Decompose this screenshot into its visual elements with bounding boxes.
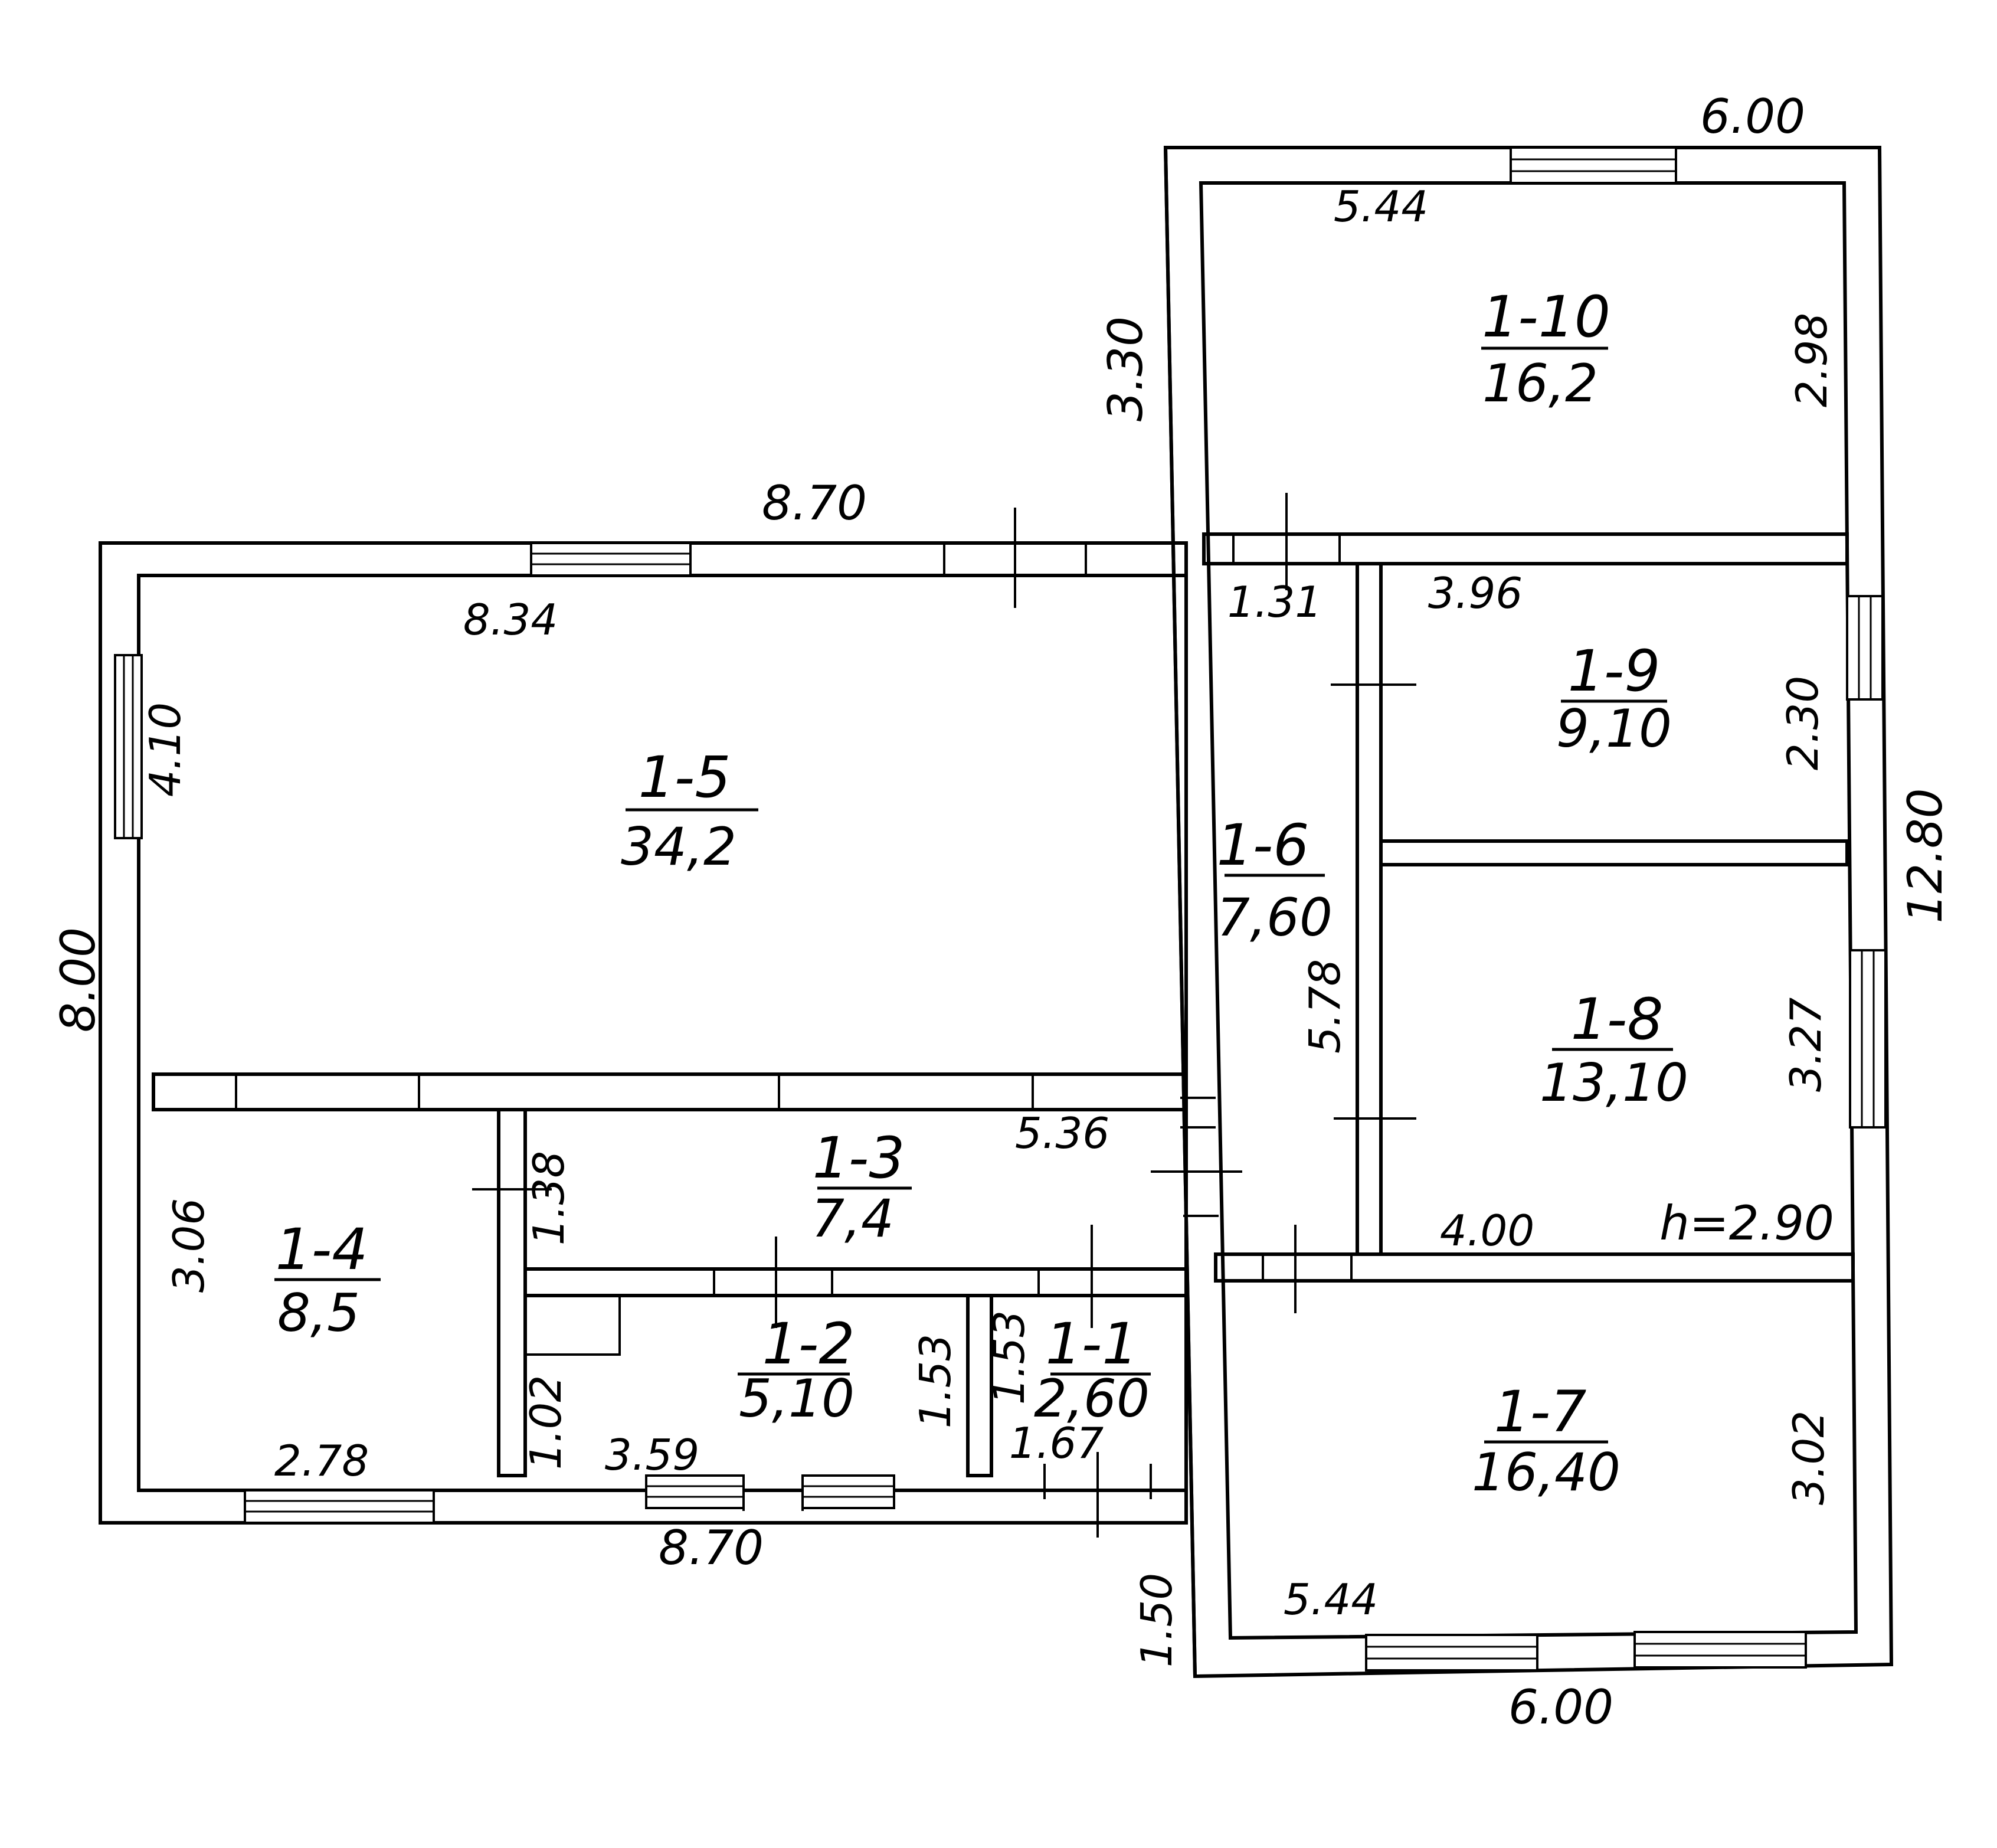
room-1-10: 1-10 16,2	[1481, 284, 1610, 414]
room-area: 16,40	[1472, 1442, 1620, 1503]
room-labels: 1-5 34,2 1-4 8,5 1-3 7,4 1-2 5,10 1-1 2,…	[274, 284, 1688, 1503]
wall-1-9-bottom	[1379, 839, 1849, 866]
dim-left-outer: 8.00	[51, 927, 106, 1032]
windows	[114, 146, 1887, 1672]
dim-bottom-left-outer: 8.70	[659, 1520, 764, 1575]
dim-room17-height: 3.02	[1784, 1411, 1834, 1505]
wall-1-7-top	[1214, 1252, 1855, 1283]
dim-room12-height: 1.53	[911, 1334, 960, 1428]
window	[645, 1474, 745, 1509]
dim-room12-left: 1.02	[521, 1375, 571, 1470]
wall-1-5-bottom	[152, 1072, 1188, 1111]
window	[530, 542, 692, 577]
room-area: 8,5	[277, 1283, 360, 1343]
room-area: 16,2	[1482, 353, 1598, 414]
room-id: 1-3	[813, 1125, 905, 1191]
room-id: 1-9	[1568, 638, 1661, 704]
room-1-3: 1-3 7,4	[811, 1125, 912, 1249]
room-1-5: 1-5 34,2	[621, 744, 758, 877]
dim-room16-height: 5.78	[1300, 959, 1350, 1054]
dim-room11-width: 1.67	[1009, 1418, 1104, 1468]
wall-1-6-right	[1356, 562, 1383, 1256]
room-id: 1-2	[762, 1311, 855, 1377]
room-id: 1-8	[1571, 986, 1664, 1052]
room-area: 7,4	[811, 1188, 894, 1249]
window	[801, 1474, 895, 1509]
room-1-6: 1-6 7,60	[1217, 812, 1333, 948]
room-id: 1-1	[1046, 1311, 1138, 1377]
dim-room110-width: 5.44	[1334, 182, 1428, 231]
dim-left-window: 4.10	[140, 702, 190, 797]
dim-room14-width: 2.78	[274, 1436, 369, 1486]
window	[1510, 146, 1677, 184]
room-area: 9,10	[1556, 698, 1672, 759]
room-area: 13,10	[1540, 1052, 1688, 1113]
dim-ceiling-height: h=2.90	[1659, 1196, 1834, 1251]
dim-right-outer: 12.80	[1898, 788, 1953, 923]
window	[1849, 949, 1887, 1129]
room-1-8: 1-8 13,10	[1540, 986, 1688, 1113]
wall-1-10-bottom	[1202, 532, 1849, 565]
window	[1846, 595, 1884, 701]
room-1-1: 1-1 2,60	[1034, 1311, 1151, 1429]
right-block-left-outer	[1164, 147, 1197, 1677]
dim-room110-height: 2.98	[1787, 313, 1836, 407]
wall-1-2-right	[966, 1294, 993, 1477]
dim-top-left-outer: 8.70	[762, 476, 867, 531]
dim-room11-height: 1.53	[984, 1310, 1034, 1405]
room-1-2: 1-2 5,10	[738, 1311, 855, 1429]
right-block-walls	[1163, 146, 1894, 1679]
dim-right-left-upper: 3.30	[1098, 316, 1153, 421]
window	[1633, 1631, 1807, 1669]
room-area: 5,10	[739, 1368, 855, 1429]
door-marks	[472, 493, 1416, 1538]
dim-right-bottom-outer: 6.00	[1508, 1680, 1613, 1735]
dim-top-left-inner: 8.34	[463, 595, 558, 645]
room-area: 34,2	[621, 816, 736, 877]
wall-1-3-bottom	[523, 1267, 1188, 1297]
dim-room16-width: 1.31	[1227, 577, 1322, 627]
room-1-4: 1-4 8,5	[274, 1216, 381, 1343]
room-area: 7,60	[1217, 887, 1333, 948]
room-id: 1-4	[276, 1216, 368, 1283]
room-id: 1-5	[639, 744, 731, 810]
dim-room13-height: 1.38	[524, 1151, 574, 1245]
dim-room19-width: 3.96	[1428, 568, 1523, 618]
stove	[524, 1294, 621, 1356]
dim-room13-length: 5.36	[1015, 1108, 1109, 1158]
dim-room19-height: 2.30	[1778, 676, 1828, 770]
window	[114, 654, 143, 839]
dim-right-left-lower: 1.50	[1132, 1573, 1181, 1667]
dim-right-top-outer: 6.00	[1700, 89, 1805, 144]
room-id: 1-7	[1494, 1379, 1587, 1445]
dimension-labels: 8.70 8.34 8.00 4.10 8.70 2.78 3.06 1.38 …	[51, 89, 1953, 1735]
room-1-7: 1-7 16,40	[1472, 1379, 1620, 1503]
room-id: 1-6	[1217, 812, 1309, 878]
room-id: 1-10	[1482, 284, 1610, 350]
room-1-9: 1-9 9,10	[1556, 638, 1672, 759]
window	[1365, 1634, 1538, 1672]
dim-room18-height: 3.27	[1781, 997, 1831, 1093]
dim-room17-width: 5.44	[1284, 1575, 1378, 1624]
dim-room12-width: 3.59	[605, 1430, 699, 1480]
room-area: 2,60	[1034, 1368, 1150, 1429]
dim-room14-height: 3.06	[164, 1198, 214, 1293]
dim-room18-width: 4.00	[1440, 1206, 1534, 1255]
window	[244, 1489, 435, 1524]
